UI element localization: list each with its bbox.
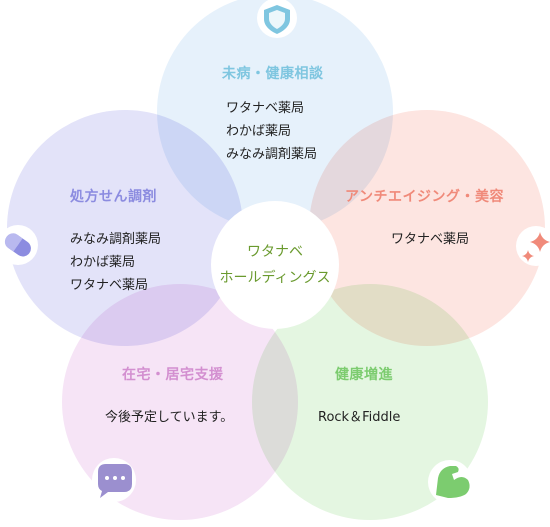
section-title-left: 処方せん調剤 — [70, 189, 157, 205]
center-label-line2: ホールディングス — [219, 270, 331, 286]
section-items-bottom-right: Rock＆Fiddle — [318, 406, 400, 429]
list-item: Rock＆Fiddle — [318, 410, 401, 425]
petal-bottom-right — [252, 284, 488, 520]
chat-bubble-icon — [98, 464, 132, 498]
shield-icon — [264, 5, 290, 34]
pill-icon — [4, 233, 31, 257]
petal-left — [7, 110, 243, 346]
section-items-bottom-left: 今後予定しています。 — [105, 406, 233, 429]
section-title-bottom-right: 健康増進 — [335, 367, 393, 383]
center-label: ワタナベ ホールディングス — [211, 239, 339, 291]
list-item: わかば薬局 — [70, 255, 136, 270]
center-label-line1: ワタナベ — [247, 244, 303, 260]
muscle-icon — [436, 466, 470, 498]
list-item: ワタナベ薬局 — [391, 232, 470, 247]
section-title-top: 未病・健康相談 — [222, 66, 324, 82]
section-items-top: ワタナベ薬局 わかば薬局 みなみ調剤薬局 — [226, 97, 317, 166]
list-item: ワタナベ薬局 — [70, 278, 149, 293]
list-item: みなみ調剤薬局 — [226, 147, 318, 162]
list-item: みなみ調剤薬局 — [70, 232, 162, 247]
list-item: わかば薬局 — [226, 124, 292, 139]
center-circle — [211, 201, 339, 329]
section-items-left: みなみ調剤薬局 わかば薬局 ワタナベ薬局 — [70, 228, 161, 297]
section-title-bottom-left: 在宅・居宅支援 — [122, 367, 224, 383]
section-title-right: アンチエイジング・美容 — [345, 189, 504, 205]
sparkle-icon — [522, 232, 550, 262]
section-items-right: ワタナベ薬局 — [391, 228, 469, 251]
list-item: ワタナベ薬局 — [226, 101, 305, 116]
list-item: 今後予定しています。 — [105, 410, 234, 425]
